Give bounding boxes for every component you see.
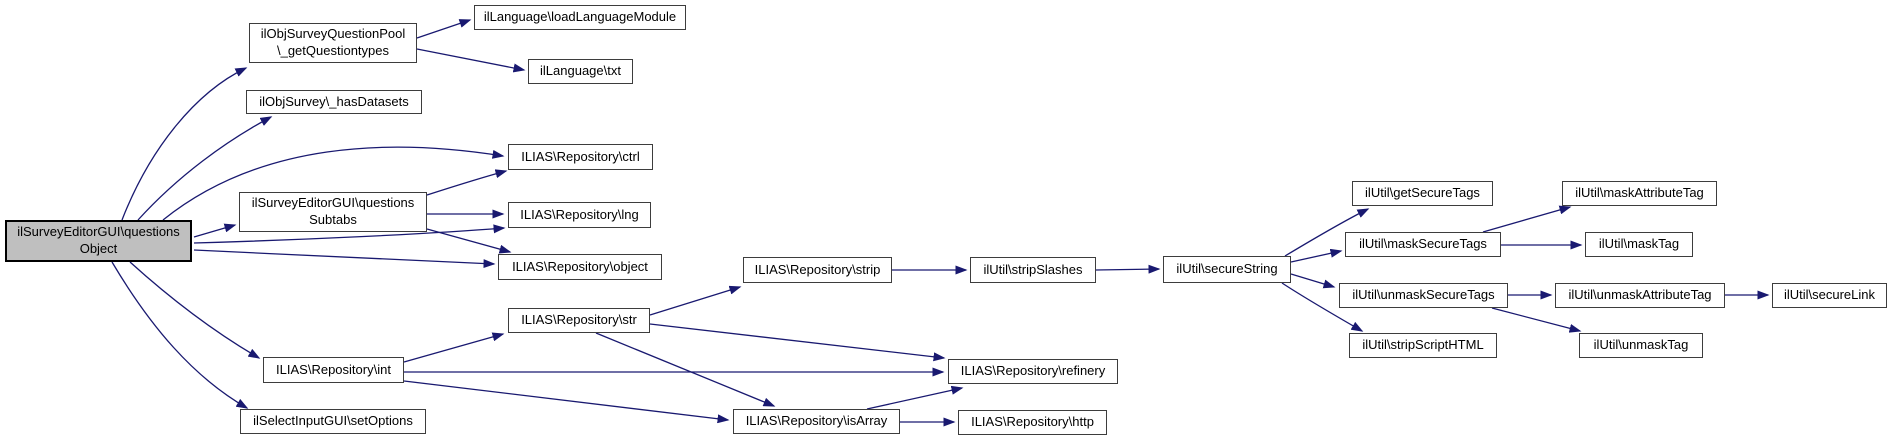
node-strip-slashes[interactable]: ilUtil\stripSlashes — [970, 257, 1096, 283]
edge-str-to-is-array — [595, 332, 776, 407]
node-mask-tag[interactable]: ilUtil\maskTag — [1585, 232, 1693, 257]
node-label: ilUtil\secureString — [1176, 261, 1278, 277]
node-label: ilUtil\stripScriptHTML — [1362, 337, 1484, 353]
node-set-options[interactable]: ilSelectInputGUI\setOptions — [240, 409, 426, 434]
edge-get-questiontypes-to-txt — [416, 48, 526, 73]
node-label: ilUtil\getSecureTags — [1365, 185, 1480, 201]
node-label: Object — [79, 241, 118, 256]
edge-questions-object-to-questions-subtabs — [193, 223, 237, 238]
edge-questions-object-to-int — [129, 261, 261, 359]
node-label: ilSelectInputGUI\setOptions — [253, 413, 413, 429]
edge-secure-string-to-strip-script-html — [1281, 282, 1364, 332]
node-label: ilUtil\maskSecureTags — [1359, 236, 1487, 252]
node-get-secure-tags[interactable]: ilUtil\getSecureTags — [1352, 181, 1493, 206]
node-label: Subtabs — [309, 212, 357, 227]
node-label: ilUtil\unmaskAttributeTag — [1568, 287, 1712, 303]
node-secure-string[interactable]: ilUtil\secureString — [1163, 256, 1291, 283]
node-load-language-module[interactable]: ilLanguage\loadLanguageModule — [474, 5, 686, 30]
edge-int-to-is-array — [403, 380, 730, 424]
node-label: ilUtil\unmaskTag — [1593, 337, 1689, 353]
node-label: ilUtil\secureLink — [1783, 287, 1876, 303]
node-label: ilLanguage\txt — [540, 63, 621, 79]
edge-unmask-secure-tags-to-unmask-tag — [1491, 307, 1582, 333]
edge-get-questiontypes-to-load-language-module — [416, 19, 472, 39]
node-label: ILIAS\Repository\strip — [754, 261, 881, 277]
node-ctrl[interactable]: ILIAS\Repository\ctrl — [508, 144, 653, 170]
node-label: ILIAS\Repository\refinery — [960, 363, 1106, 379]
edge-strip-slashes-to-secure-string — [1095, 264, 1161, 274]
edge-is-array-to-refinery — [866, 385, 964, 410]
node-lng[interactable]: ILIAS\Repository\lng — [508, 202, 651, 228]
edge-questions-subtabs-to-ctrl — [426, 169, 508, 196]
edge-questions-object-to-ctrl — [162, 146, 505, 221]
node-label: ILIAS\Repository\http — [971, 414, 1094, 430]
node-unmask-secure-tags[interactable]: ilUtil\unmaskSecureTags — [1339, 283, 1508, 308]
node-int[interactable]: ILIAS\Repository\int — [263, 357, 404, 383]
edge-questions-subtabs-to-object — [426, 228, 512, 254]
edge-secure-string-to-get-secure-tags — [1284, 208, 1370, 257]
node-label: ilUtil\stripSlashes — [983, 261, 1083, 277]
edge-secure-string-to-unmask-secure-tags — [1290, 273, 1336, 289]
node-is-array[interactable]: ILIAS\Repository\isArray — [733, 409, 900, 434]
edge-mask-secure-tags-to-mask-attribute-tag — [1482, 205, 1572, 233]
node-label: ilUtil\maskAttributeTag — [1575, 185, 1704, 201]
node-label: ilUtil\unmaskSecureTags — [1352, 287, 1495, 303]
node-label: ilSurveyEditorGUI\questions — [251, 195, 415, 211]
edge-questions-object-to-get-questiontypes — [121, 67, 248, 221]
node-label: ilLanguage\loadLanguageModule — [483, 9, 677, 25]
edge-str-to-refinery — [649, 323, 946, 362]
node-secure-link[interactable]: ilUtil\secureLink — [1772, 283, 1887, 308]
edge-questions-object-to-lng — [193, 224, 506, 244]
node-has-datasets[interactable]: ilObjSurvey\_hasDatasets — [246, 90, 422, 114]
node-unmask-attribute-tag[interactable]: ilUtil\unmaskAttributeTag — [1555, 283, 1725, 308]
node-mask-attribute-tag[interactable]: ilUtil\maskAttributeTag — [1562, 181, 1717, 206]
node-label: ilSurveyEditorGUI\questions — [17, 224, 180, 240]
edge-secure-string-to-mask-secure-tags — [1290, 248, 1343, 263]
node-label: ILIAS\Repository\str — [521, 312, 637, 328]
node-http[interactable]: ILIAS\Repository\http — [958, 410, 1107, 435]
node-label: ILIAS\Repository\isArray — [745, 413, 888, 429]
node-strip-script-html[interactable]: ilUtil\stripScriptHTML — [1349, 333, 1497, 358]
node-label: ILIAS\Repository\int — [276, 361, 391, 377]
node-label: ILIAS\Repository\object — [512, 258, 648, 274]
node-get-questiontypes[interactable]: ilObjSurveyQuestionPool\_getQuestiontype… — [249, 23, 417, 63]
node-txt[interactable]: ilLanguage\txt — [528, 59, 633, 84]
edge-questions-object-to-object — [193, 249, 496, 269]
node-label: ilObjSurveyQuestionPool — [260, 26, 406, 42]
edge-int-to-str — [403, 332, 505, 363]
node-refinery[interactable]: ILIAS\Repository\refinery — [948, 359, 1118, 384]
node-label: ilObjSurvey\_hasDatasets — [259, 93, 409, 109]
node-unmask-tag[interactable]: ilUtil\unmaskTag — [1579, 333, 1703, 358]
node-strip[interactable]: ILIAS\Repository\strip — [743, 257, 892, 283]
node-label: ILIAS\Repository\ctrl — [521, 148, 640, 164]
node-label: \_getQuestiontypes — [276, 43, 390, 58]
node-str[interactable]: ILIAS\Repository\str — [508, 308, 650, 333]
edge-str-to-strip — [649, 285, 742, 316]
node-mask-secure-tags[interactable]: ilUtil\maskSecureTags — [1345, 232, 1501, 257]
node-object[interactable]: ILIAS\Repository\object — [498, 254, 662, 280]
node-label: ilUtil\maskTag — [1598, 236, 1680, 252]
node-label: ILIAS\Repository\lng — [520, 206, 639, 222]
edge-questions-object-to-set-options — [111, 261, 249, 409]
edge-questions-object-to-has-datasets — [137, 116, 273, 221]
